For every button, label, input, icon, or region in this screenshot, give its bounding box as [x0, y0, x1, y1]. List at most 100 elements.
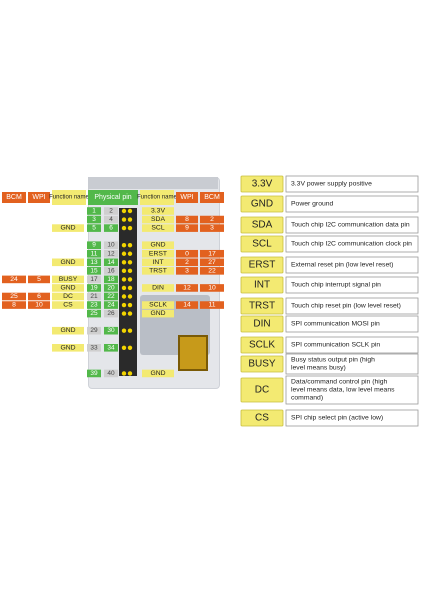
physical-pin-even: 24 [107, 302, 115, 309]
legend-desc: Touch chip I2C communication data pin [291, 222, 410, 229]
header-bcm-right: BCM [204, 194, 220, 201]
right-function-label: ERST [149, 250, 167, 257]
right-bcm-box [200, 301, 224, 309]
right-function-box [142, 301, 174, 309]
right-function-label: SCLK [149, 302, 167, 309]
physical-pin-odd-box [87, 326, 101, 335]
header-wpi-right-box [176, 192, 198, 203]
header-fn-right-box [140, 190, 174, 205]
physical-pin-even-box [104, 301, 118, 309]
header-pin-dot [127, 302, 133, 308]
legend-pin-label: GND [251, 199, 273, 210]
physical-pin-odd: 17 [90, 276, 98, 283]
legend-pin-box [240, 175, 284, 193]
legend-desc-box [285, 315, 419, 333]
physical-pin-odd: 39 [90, 370, 98, 377]
left-wpi: 6 [37, 293, 41, 300]
physical-pin-even: 10 [107, 242, 115, 249]
header-bcm-left-box [2, 192, 26, 203]
left-function-box [52, 224, 84, 232]
physical-pin-odd: 15 [90, 267, 98, 274]
physical-pin-even: 12 [107, 250, 115, 257]
legend-desc: SPI chip select pin (active low) [291, 415, 383, 422]
physical-pin-odd-box [87, 369, 101, 378]
physical-pin-even: 40 [107, 370, 115, 377]
legend-pin-box [240, 336, 284, 354]
left-function-label: GND [60, 284, 75, 291]
header-pin-dot [121, 285, 127, 291]
right-function-box [142, 241, 174, 249]
left-bcm-box [2, 292, 26, 301]
right-bcm: 22 [208, 267, 216, 274]
right-function-label: GND [150, 370, 165, 377]
right-function-label: INT [153, 259, 164, 266]
right-wpi-box [176, 249, 198, 258]
left-bcm: 25 [10, 293, 18, 300]
right-function-box [142, 309, 174, 318]
left-function-box [52, 284, 84, 292]
physical-pin-odd-box [87, 267, 101, 275]
right-wpi: 0 [185, 250, 189, 257]
physical-pin-odd-box [87, 258, 101, 267]
header-pin-dot [127, 260, 133, 265]
right-function-box [142, 215, 174, 224]
legend-desc-line: level means busy) [291, 365, 346, 372]
physical-pin-odd: 21 [90, 293, 98, 300]
header-wpi-left: WPI [32, 194, 45, 201]
physical-pin-odd: 1 [92, 208, 96, 215]
gpio-header [119, 208, 137, 376]
right-function-box [142, 284, 174, 292]
legend-pin-label: SDA [252, 220, 273, 231]
legend-desc-line: level means data, low level means [291, 387, 395, 394]
legend-pin-label: SCL [252, 239, 272, 250]
left-function-label: CS [63, 302, 73, 309]
physical-pin-odd-box [87, 292, 101, 301]
legend-desc: Touch chip reset pin (low level reset) [291, 303, 401, 310]
legend-desc-line: command) [291, 395, 323, 402]
physical-pin-odd-box [87, 207, 101, 215]
right-bcm: 11 [208, 302, 215, 309]
left-wpi-box [28, 275, 50, 284]
legend-desc-box [285, 276, 419, 294]
header-pin-dot [127, 243, 133, 248]
physical-pin-odd: 23 [90, 302, 98, 309]
right-wpi-box [176, 301, 198, 309]
right-wpi: 14 [183, 302, 191, 309]
header-pin-dot [127, 294, 133, 299]
physical-pin-even-box [104, 215, 118, 224]
physical-pin-even: 6 [109, 225, 113, 232]
left-function-label: DC [63, 293, 73, 300]
physical-pin-even-box [104, 258, 118, 267]
header-pin-dot [121, 217, 127, 222]
physical-pin-even-box [104, 292, 118, 301]
legend-desc: Touch chip interrupt signal pin [291, 282, 381, 289]
physical-pin-even: 16 [107, 267, 115, 274]
left-bcm-box [2, 275, 26, 284]
header-pin-dot [127, 208, 133, 214]
right-bcm-box [200, 249, 224, 258]
header-bcm-left: BCM [6, 194, 22, 201]
legend-desc: 3.3V power supply positive [291, 181, 372, 188]
legend-desc: Touch chip I2C communication clock pin [291, 241, 412, 248]
board-top-edge [88, 177, 218, 189]
header-pin-dot [121, 251, 127, 256]
legend-pin-label: 3.3V [252, 179, 273, 190]
physical-pin-odd-box [87, 309, 101, 318]
left-bcm: 24 [10, 276, 18, 283]
legend-desc: SPI communication MOSI pin [291, 321, 380, 328]
right-bcm: 2 [210, 216, 214, 223]
board-chip-icon [178, 335, 208, 371]
header-pin-dot [127, 371, 133, 376]
legend-pin-label: ERST [249, 260, 276, 271]
left-bcm-box [2, 301, 26, 309]
legend-pin-label: INT [254, 280, 270, 291]
header-pin-dot [127, 345, 133, 350]
header-pin-dot [127, 251, 133, 256]
right-function-box [142, 224, 174, 232]
legend-pin-box [240, 297, 284, 315]
right-wpi-box [176, 258, 198, 267]
legend-pin-box [240, 355, 284, 373]
right-bcm-box [200, 267, 224, 275]
physical-pin-even-box [104, 309, 118, 318]
left-function-label: GND [60, 327, 75, 334]
